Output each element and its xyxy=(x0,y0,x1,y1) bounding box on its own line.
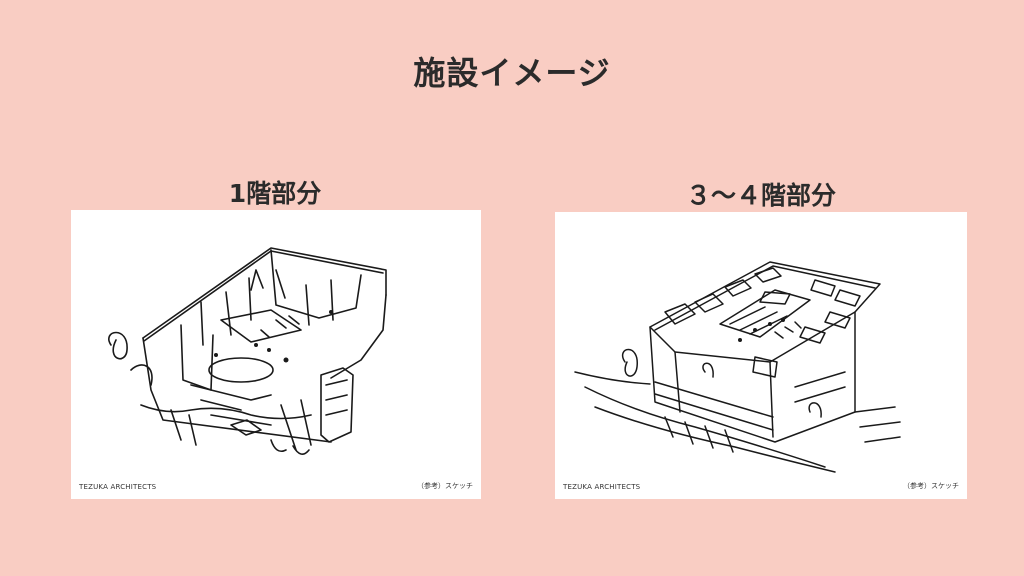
sketch-note: （参考）スケッチ xyxy=(417,482,473,490)
page-title: 施設イメージ xyxy=(413,54,611,92)
sketch-floor-1: TEZUKA ARCHITECTS （参考）スケッチ xyxy=(71,210,481,499)
sketch-note: （参考）スケッチ xyxy=(903,482,959,490)
sketch-drawing-floor-1 xyxy=(108,247,387,455)
sketch-credit: TEZUKA ARCHITECTS xyxy=(563,483,641,491)
sketch-credit: TEZUKA ARCHITECTS xyxy=(79,483,157,491)
sketch-drawing-floor-3-4 xyxy=(574,261,901,473)
panel-label-floor-3-4: ３～４階部分 xyxy=(685,181,836,210)
panel-label-floor-1: 1階部分 xyxy=(228,179,322,208)
sketch-floor-3-4: TEZUKA ARCHITECTS （参考）スケッチ xyxy=(555,212,967,499)
